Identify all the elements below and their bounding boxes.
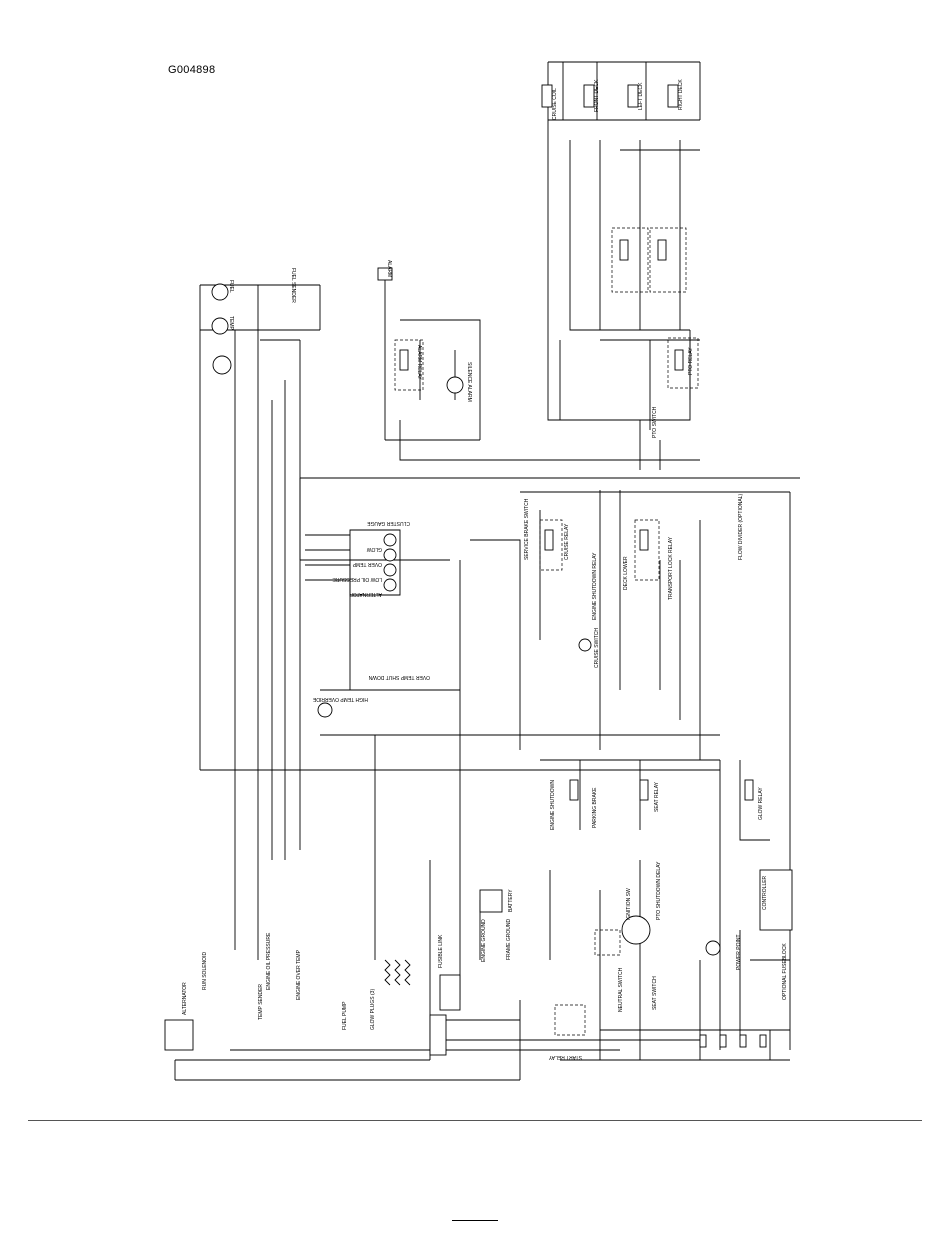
cruise-switch-symbol <box>578 638 592 652</box>
hour-meter-symbol <box>212 355 232 375</box>
component-labels: CRUISE COIL FRONT DECK LEFT DECK RIGHT D… <box>182 79 788 1060</box>
ignition-switch-symbol <box>621 915 651 945</box>
right-deck-component <box>667 84 679 108</box>
cruise-coil-component <box>541 84 553 108</box>
label-seat-switch: SEAT SWITCH <box>652 976 658 1010</box>
label-glow: GLOW <box>366 546 382 552</box>
figure-id: G004898 <box>168 64 216 76</box>
label-pto-shutdown-delay: PTO SHUTDOWN DELAY <box>656 861 662 920</box>
label-power-point: POWER POINT <box>736 934 742 970</box>
alarm-component <box>377 267 393 281</box>
label-right-deck: RIGHT DECK <box>678 79 684 110</box>
label-parking-brake: PARKING BRAKE <box>592 787 598 828</box>
label-temp: TEMP <box>228 316 234 331</box>
label-over-temp-shut-down: OVER TEMP SHUT DOWN <box>368 674 430 680</box>
label-flow-divider: FLOW DIVIDER (OPTIONAL) <box>738 494 744 560</box>
label-engine-over-temp: ENGINE OVER TEMP <box>296 949 302 1000</box>
fusible-link-component <box>429 1014 447 1056</box>
label-deck-lower: DECK LOWER <box>623 556 629 590</box>
label-fuel-sender: FUEL SENDER <box>290 268 296 303</box>
alternator-component <box>164 1019 194 1051</box>
wiring-schematic: CRUISE COIL FRONT DECK LEFT DECK RIGHT D… <box>164 61 800 1081</box>
silence-alarm-symbol <box>446 376 464 394</box>
label-optional-fuseblock: OPTIONAL FUSEBLOCK <box>782 943 788 1000</box>
label-service-brake-switch: SERVICE BRAKE SWITCH <box>524 498 530 560</box>
controller-component <box>759 869 793 931</box>
label-transport-lock-relay: TRANSPORT LOCK RELAY <box>668 536 674 600</box>
page-divider <box>28 1120 922 1121</box>
high-temp-override-symbol <box>317 702 333 718</box>
label-cluster-gauge: CLUSTER GAUGE <box>367 520 410 526</box>
left-deck-component <box>627 84 639 108</box>
label-over-temp: OVER TEMP <box>352 561 382 567</box>
label-run-solenoid: RUN SOLENOID <box>202 952 208 990</box>
label-alternator-bottom: ALTERNATOR <box>182 982 188 1015</box>
label-cruise-coil: CRUISE COIL <box>552 88 558 120</box>
label-alternator: ALTERNATOR <box>349 591 382 597</box>
label-fuel: FUEL <box>228 280 234 293</box>
label-start-relay: START RELAY <box>548 1054 582 1060</box>
wiring-lines <box>174 61 800 1081</box>
label-battery: BATTERY <box>508 889 514 912</box>
label-frame-ground: FRAME GROUND <box>506 919 512 961</box>
label-ignition-sw: IGNITION SW <box>626 888 632 920</box>
fuel-gauge-symbol <box>211 283 229 301</box>
label-cruise-relay: CRUISE RELAY <box>564 523 570 560</box>
label-glow-relay: GLOW RELAY <box>758 787 764 820</box>
temp-gauge-symbol <box>211 317 229 335</box>
label-engine-shutdown: ENGINE SHUTDOWN <box>550 780 556 830</box>
label-alarm-relay: ALARM RELAY <box>416 345 422 380</box>
battery-component <box>479 889 503 913</box>
label-engine-shutdown-relay: ENGINE SHUTDOWN RELAY <box>592 552 598 620</box>
label-fuel-pump: FUEL PUMP <box>342 1001 348 1030</box>
label-seat-relay: SEAT RELAY <box>654 781 660 812</box>
label-low-oil-pressure: LOW OIL PRESSURE <box>332 576 382 582</box>
label-temp-sender: TEMP SENDER <box>258 984 264 1020</box>
components <box>164 84 793 1056</box>
front-deck-component <box>583 84 595 108</box>
label-high-temp-override: HIGH TEMP OVERRIDE <box>312 696 368 702</box>
module-outlines <box>394 227 699 1036</box>
label-fusible-link: FUSIBLE LINK <box>438 934 444 968</box>
label-left-deck: LEFT DECK <box>638 82 644 110</box>
label-neutral-switch: NEUTRAL SWITCH <box>618 967 624 1012</box>
label-pto-switch: PTO SWITCH <box>652 406 658 438</box>
starter-component <box>439 974 461 1011</box>
label-glow-plugs: GLOW PLUGS (3) <box>370 989 376 1030</box>
footer-mark <box>452 1220 498 1221</box>
label-pto-relay: PTO RELAY <box>688 347 694 375</box>
label-alarm: ALARM <box>386 260 392 277</box>
label-engine-oil-pressure: ENGINE OIL PRESSURE <box>266 932 272 990</box>
power-point-symbol <box>705 940 721 956</box>
label-cruise-switch: CRUISE SWITCH <box>594 628 600 668</box>
label-controller: CONTROLLER <box>762 875 768 910</box>
label-engine-ground: ENGINE GROUND <box>481 919 487 962</box>
label-silence-alarm: SILENCE ALARM <box>466 362 472 402</box>
label-front-deck: FRONT DECK <box>594 79 600 112</box>
